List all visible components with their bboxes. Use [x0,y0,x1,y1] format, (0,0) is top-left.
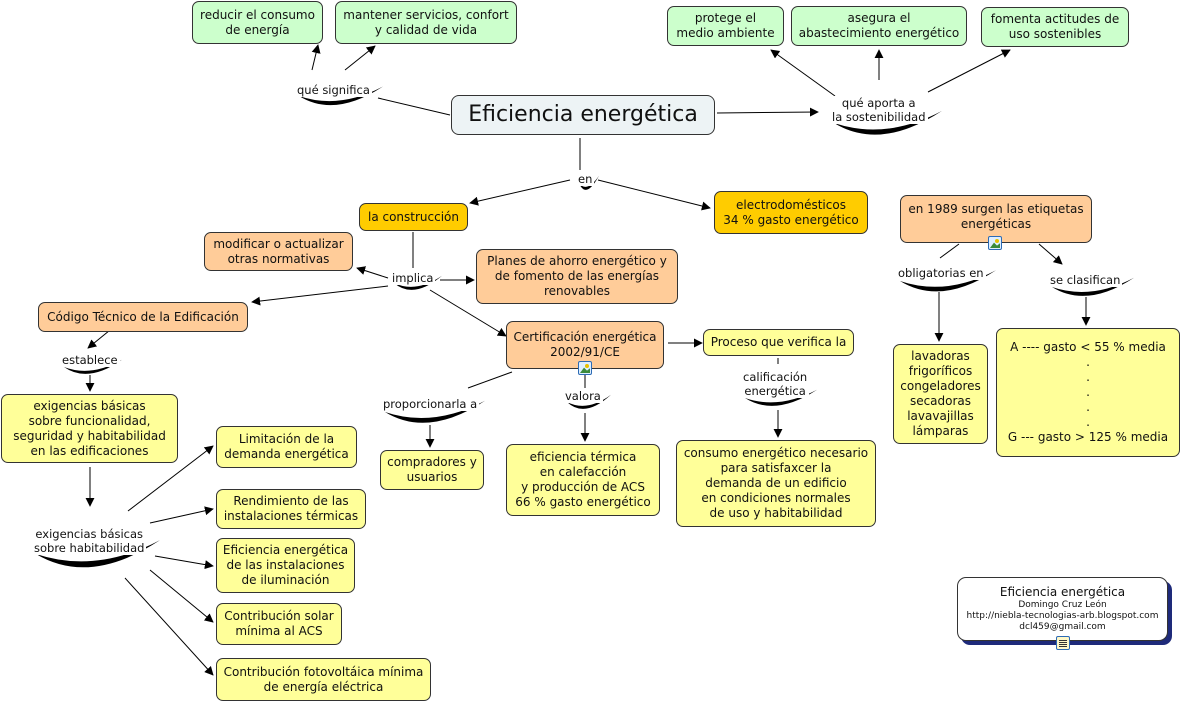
concept-modificar-normativas[interactable]: modificar o actualizar otras normativas [204,232,353,271]
concept-asegura-abastecimiento[interactable]: asegura el abastecimiento energético [791,6,967,46]
link-se-clasifican[interactable]: se clasifican [1048,273,1123,287]
connector-line [311,44,321,71]
concept-eficiencia-iluminacion[interactable]: Eficiencia energética de las instalacion… [216,538,355,593]
link-en[interactable]: en [576,172,595,186]
connector-line [467,371,513,389]
connector-line [356,266,389,279]
link-obligatorias-en[interactable]: obligatorias en [896,266,986,280]
connector-line [429,289,507,337]
concept-reducir-consumo[interactable]: reducir el consumo de energía [192,1,323,44]
linking-phrase-swoosh [900,270,996,292]
concept-planes-ahorro[interactable]: Planes de ahorro energético y de fomento… [476,249,678,304]
connector-line [1038,243,1063,265]
concept-eficiencia-termica[interactable]: eficiencia térmica en calefacción y prod… [506,444,660,516]
linking-phrase-swoosh [385,400,485,423]
link-exigencias-habitabilidad[interactable]: exigencias básicas sobre habitabilidad [32,527,147,555]
concept-contribucion-fotovoltaica[interactable]: Contribución fotovoltáica mínima de ener… [216,658,431,701]
concept-etiquetas-1989[interactable]: en 1989 surgen las etiquetas energéticas [900,195,1092,243]
connector-line [149,569,214,623]
concept-contribucion-solar[interactable]: Contribución solar mínima al ACS [216,603,342,645]
concept-lista-electrodomesticos[interactable]: lavadoras frigoríficos congeladores seca… [893,344,988,444]
linking-phrase-swoosh [567,394,611,409]
connector-line [344,45,376,71]
concept-electrodomesticos[interactable]: electrodomésticos 34 % gasto energético [714,191,868,234]
concept-protege-medio[interactable]: protege el medio ambiente [667,6,784,46]
link-implica[interactable]: implica [390,271,436,285]
connector-line [597,179,711,211]
concept-exigencias-basicas[interactable]: exigencias básicas sobre funcionalidad, … [1,394,178,463]
image-icon[interactable] [578,361,592,375]
link-establece[interactable]: establece [60,353,120,367]
connector-line [377,97,451,116]
concept-mantener-servicios[interactable]: mantener servicios, confort y calidad de… [335,1,517,44]
connector-line [927,49,1011,93]
linking-phrase-swoosh [579,175,599,190]
connector-line [716,107,819,117]
concept-rendimiento-termicas[interactable]: Rendimiento de las instalaciones térmica… [216,489,366,529]
connector-line [124,577,214,676]
link-calificacion[interactable]: calificación energética [741,370,810,398]
credit-email[interactable]: dcl459@gmail.com [1019,622,1106,632]
connector-line [770,49,836,97]
credit-card: Eficiencia energética Domingo Cruz León … [957,577,1168,641]
connector-line [154,555,214,570]
credit-author: Domingo Cruz León [1018,600,1107,610]
link-proporcionarla[interactable]: proporcionarla a [381,397,480,411]
link-que-significa[interactable]: qué significa [295,83,372,97]
credit-url[interactable]: http://niebla-tecnologias-arb.blogspot.c… [966,611,1159,621]
concept-proceso-verifica[interactable]: Proceso que verifica la [703,329,854,356]
concept-codigo-tecnico[interactable]: Código Técnico de la Edificación [38,302,248,332]
credit-title: Eficiencia energética [999,585,1126,599]
document-icon[interactable] [1056,636,1070,650]
concept-fomenta-actitudes[interactable]: fomenta actitudes de uso sostenibles [981,7,1129,47]
link-que-aporta[interactable]: qué aporta a la sostenibilidad [830,96,928,124]
concept-compradores[interactable]: compradores y usuarios [380,450,484,490]
image-icon[interactable] [988,236,1002,250]
connector-line [939,243,960,259]
concept-la-construccion[interactable]: la construcción [359,203,468,231]
concept-clases-energeticas[interactable]: A ---- gasto < 55 % media . . . . . G --… [996,328,1180,457]
connector-line [469,179,571,206]
root-concept[interactable]: Eficiencia energética [451,95,715,135]
concept-consumo-necesario[interactable]: consumo energético necesario para satisf… [676,440,876,527]
connector-line [149,506,214,524]
concept-limitacion-demanda[interactable]: Limitación de la demanda energética [216,426,357,468]
connector-line [127,445,214,512]
link-valora[interactable]: valora [563,389,603,403]
connector-line [251,285,389,306]
